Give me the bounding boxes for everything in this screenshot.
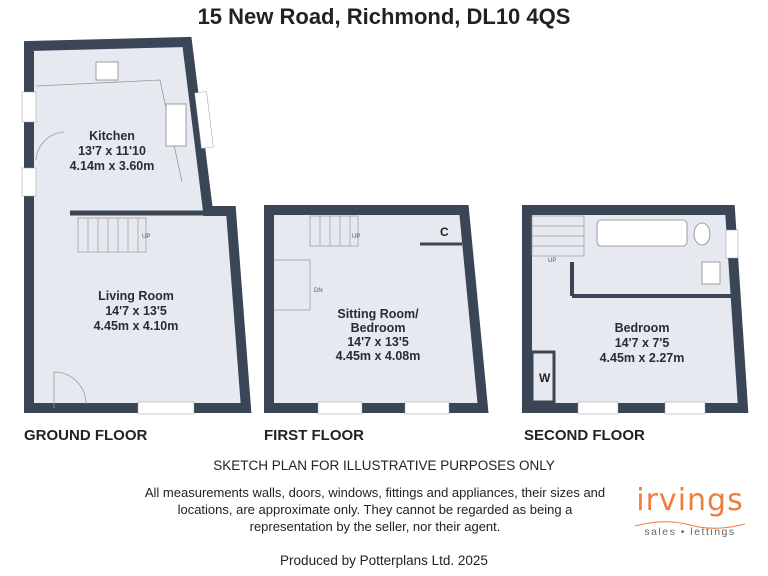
wardrobe-label: W	[539, 371, 551, 385]
room-size-metric: 4.14m x 3.60m	[70, 159, 155, 173]
producer-credit: Produced by Potterplans Ltd. 2025	[280, 553, 488, 568]
stair-label: DN	[314, 288, 323, 294]
window	[21, 167, 37, 197]
hob-icon	[95, 61, 119, 81]
room-size-metric: 4.45m x 4.08m	[336, 349, 421, 363]
sink-icon	[165, 103, 187, 147]
bath-icon	[596, 219, 688, 247]
room-name: Bedroom	[615, 321, 670, 335]
room-size-imperial: 14'7 x 13'5	[347, 335, 409, 349]
window	[194, 91, 214, 149]
window	[137, 401, 195, 415]
ground-floor-plan: UP Kitchen 13'7 x 11'10 4.14m x 3.60m Li…	[21, 36, 252, 415]
logo-name: irvings	[636, 483, 744, 518]
window	[404, 401, 450, 415]
window	[725, 229, 739, 259]
window	[21, 91, 37, 123]
staircase	[531, 215, 585, 257]
disclaimer: All measurements walls, doors, windows, …	[144, 485, 606, 534]
logo-tagline: sales • lettings	[644, 526, 736, 538]
window	[317, 401, 363, 415]
floor-label-first: FIRST FLOOR	[264, 427, 364, 444]
second-floor-plan: UP W Bedroom 14'7 x 7'5 4.45m x 2.27m	[522, 205, 749, 415]
toilet-icon	[693, 222, 711, 246]
first-floor-walls	[264, 205, 489, 413]
first-floor-plan: UP DN C Sitting Room/ Bedroom 14'7 x 13'…	[264, 205, 489, 415]
room-name: Living Room	[98, 289, 174, 303]
worktop	[35, 79, 183, 183]
door	[53, 371, 87, 408]
second-floor-walls	[522, 205, 749, 413]
logo-swoosh	[634, 521, 746, 529]
room-size-imperial: 13'7 x 11'10	[78, 144, 146, 158]
sketch-note: SKETCH PLAN FOR ILLUSTRATIVE PURPOSES ON…	[213, 458, 555, 473]
basin-icon	[701, 261, 721, 285]
staircase	[274, 215, 359, 311]
window	[664, 401, 706, 415]
stair-label: UP	[352, 234, 360, 240]
room-name-line2: Bedroom	[351, 321, 406, 335]
floor-label-second: SECOND FLOOR	[524, 427, 645, 444]
window	[577, 401, 619, 415]
page-title: 15 New Road, Richmond, DL10 4QS	[197, 4, 571, 29]
room-size-imperial: 14'7 x 13'5	[105, 304, 167, 318]
room-size-metric: 4.45m x 4.10m	[94, 319, 179, 333]
irvings-logo: irvings sales • lettings	[630, 484, 750, 538]
floor-label-ground: GROUND FLOOR	[24, 427, 148, 444]
ground-floor-walls	[24, 36, 252, 413]
room-size-imperial: 14'7 x 7'5	[615, 336, 670, 350]
stair-label: UP	[142, 234, 150, 240]
staircase	[77, 217, 147, 253]
door	[35, 131, 65, 161]
cupboard-label: C	[440, 225, 449, 239]
room-name: Kitchen	[89, 129, 135, 143]
room-name: Sitting Room/	[337, 307, 419, 321]
wardrobe	[530, 350, 556, 404]
room-size-metric: 4.45m x 2.27m	[600, 351, 685, 365]
stair-label: UP	[548, 258, 556, 264]
